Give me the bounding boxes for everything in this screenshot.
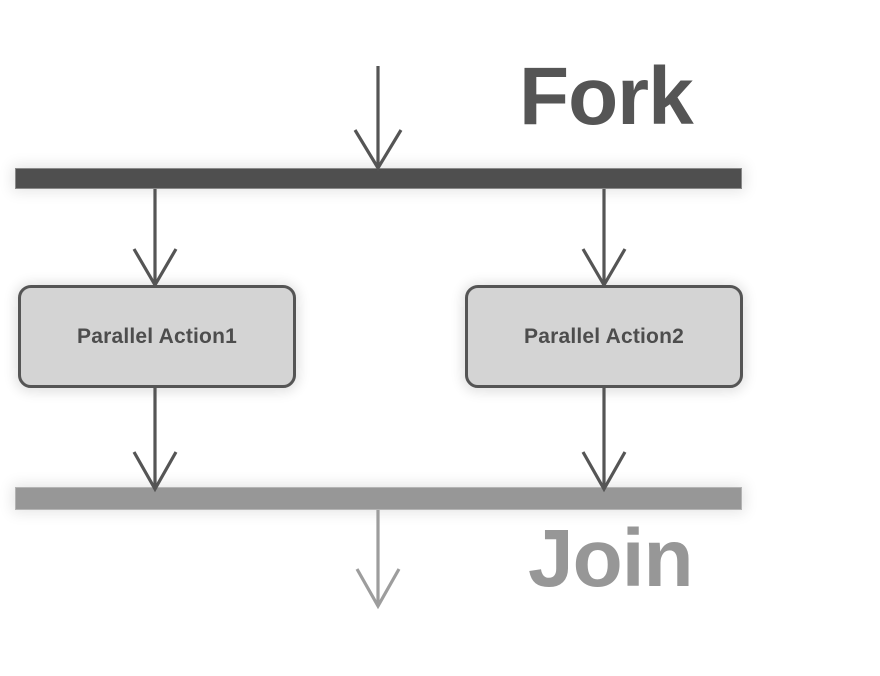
action-node-label: Parallel Action2 (524, 324, 684, 348)
action-node-label: Parallel Action1 (77, 324, 237, 348)
fork-label: Fork (519, 51, 694, 142)
join-label: Join (528, 513, 694, 604)
action1-to-join-arrow (132, 388, 178, 493)
action-node-parallel-action2[interactable]: Parallel Action2 (465, 285, 743, 388)
join-bar[interactable] (15, 487, 742, 510)
incoming-flow-arrow (353, 66, 403, 172)
fork-bar[interactable] (15, 168, 742, 189)
fork-to-action1-arrow (132, 189, 178, 289)
action-node-parallel-action1[interactable]: Parallel Action1 (18, 285, 296, 388)
action2-to-join-arrow (581, 388, 627, 493)
outgoing-flow-arrow (355, 510, 401, 610)
fork-to-action2-arrow (581, 189, 627, 289)
